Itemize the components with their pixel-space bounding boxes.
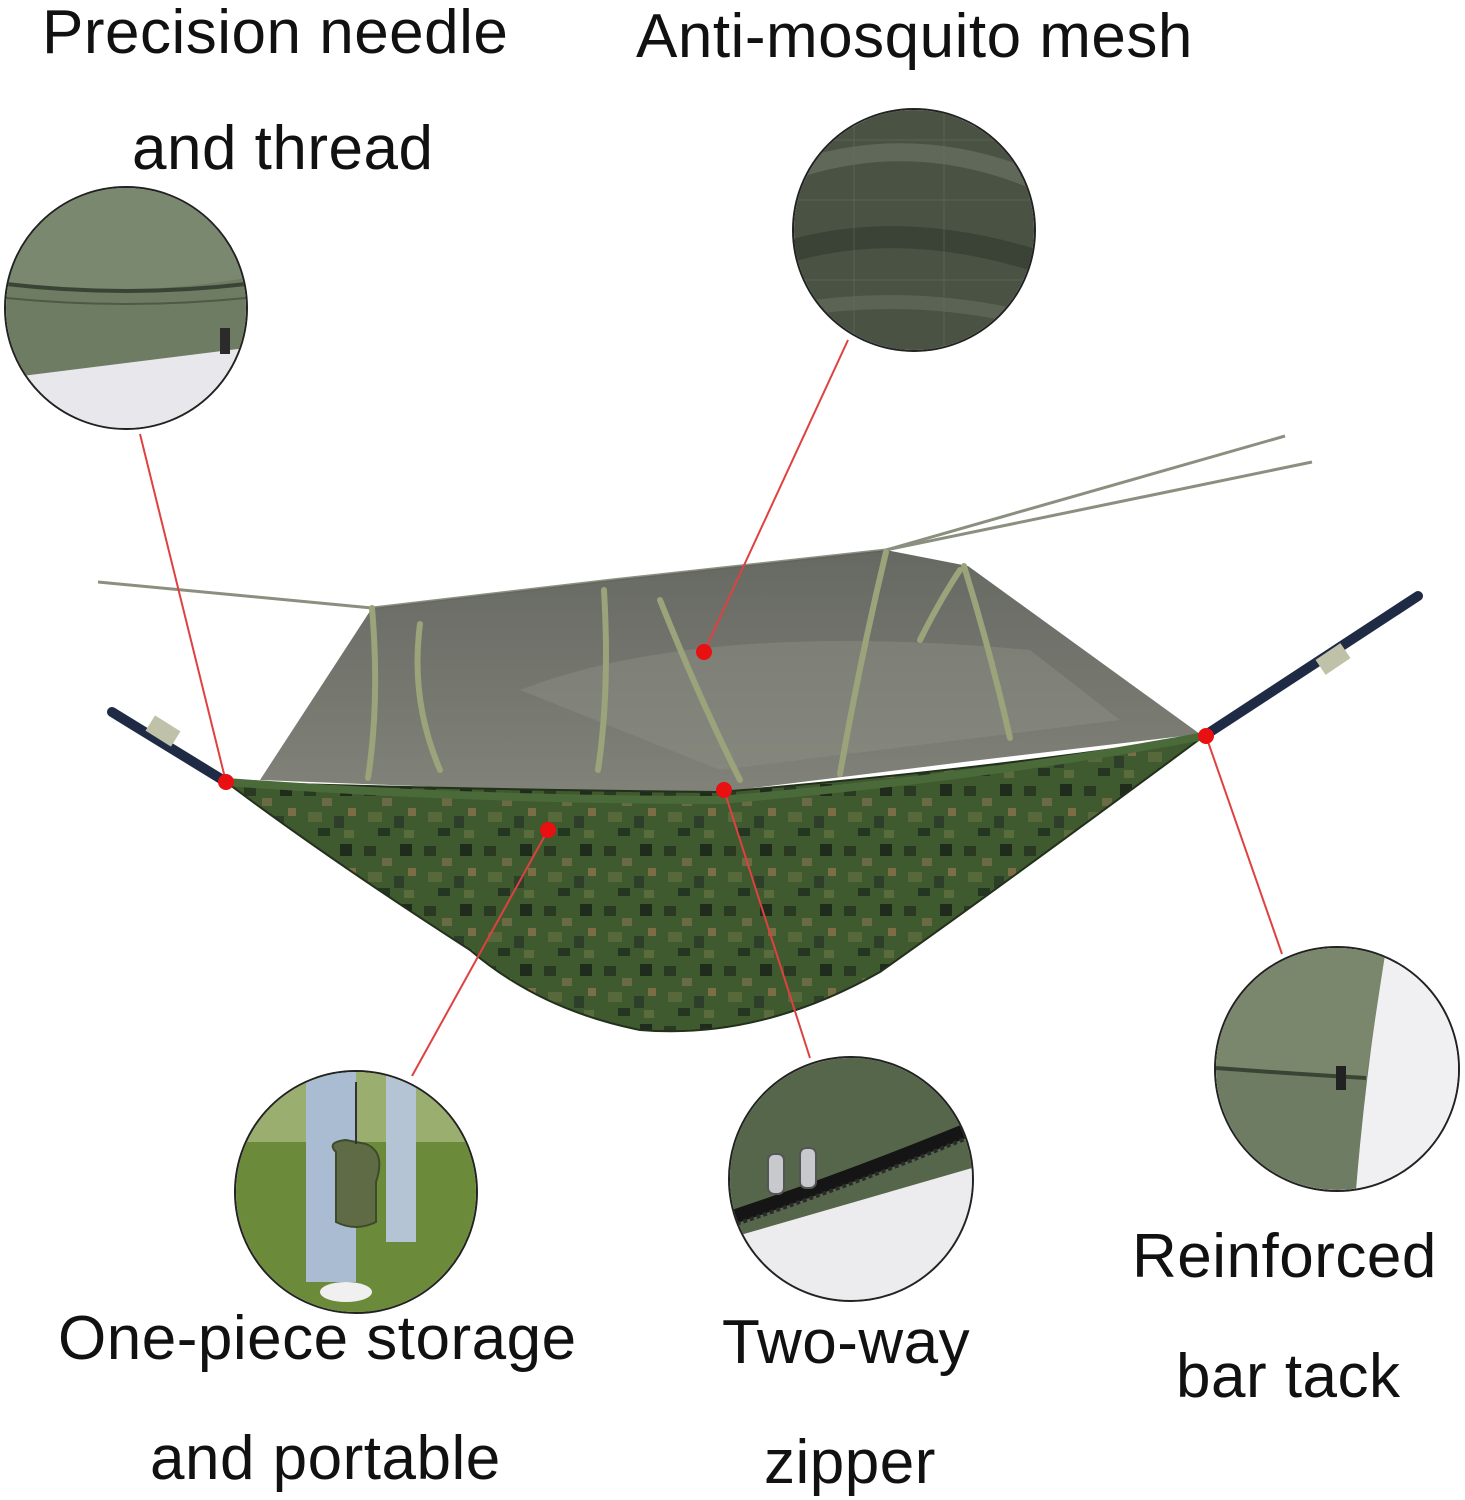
- hammock-body: [222, 735, 1205, 1033]
- zipper-label-line2: zipper: [764, 1428, 936, 1497]
- bartack-label-line1: Reinforced: [1132, 1222, 1437, 1291]
- storage-dot: [540, 822, 556, 838]
- bartack-dot: [1198, 728, 1214, 744]
- needle-dot: [218, 774, 234, 790]
- net-cords: [365, 549, 1013, 783]
- mesh-icon: [794, 110, 1034, 350]
- mesh-dot: [696, 644, 712, 660]
- zipper-icon: [730, 1058, 972, 1300]
- bartack-detail-circle: [1214, 946, 1460, 1192]
- storage-label-line1: One-piece storage: [58, 1304, 577, 1373]
- zipper-label-line1: Two-way: [722, 1308, 971, 1377]
- stuff-sack-icon: [236, 1072, 476, 1312]
- bartack-label-line2: bar tack: [1176, 1342, 1401, 1411]
- pointer-dots: [218, 644, 1214, 838]
- mesh-label: Anti-mosquito mesh: [636, 2, 1193, 71]
- pointer-lines: [139, 339, 1283, 1077]
- bar-tack-icon: [1216, 948, 1458, 1190]
- mesh-detail-circle: [792, 108, 1036, 352]
- storage-detail-circle: [234, 1070, 478, 1314]
- needle-label-line2: and thread: [132, 114, 434, 183]
- fabric-seam-icon: [6, 188, 246, 428]
- needle-detail-circle: [4, 186, 248, 430]
- storage-label-line2: and portable: [150, 1424, 501, 1493]
- needle-label-line1: Precision needle: [42, 0, 509, 67]
- tree-straps: [107, 591, 1423, 787]
- zipper-detail-circle: [728, 1056, 974, 1302]
- zipper-dot: [716, 782, 732, 798]
